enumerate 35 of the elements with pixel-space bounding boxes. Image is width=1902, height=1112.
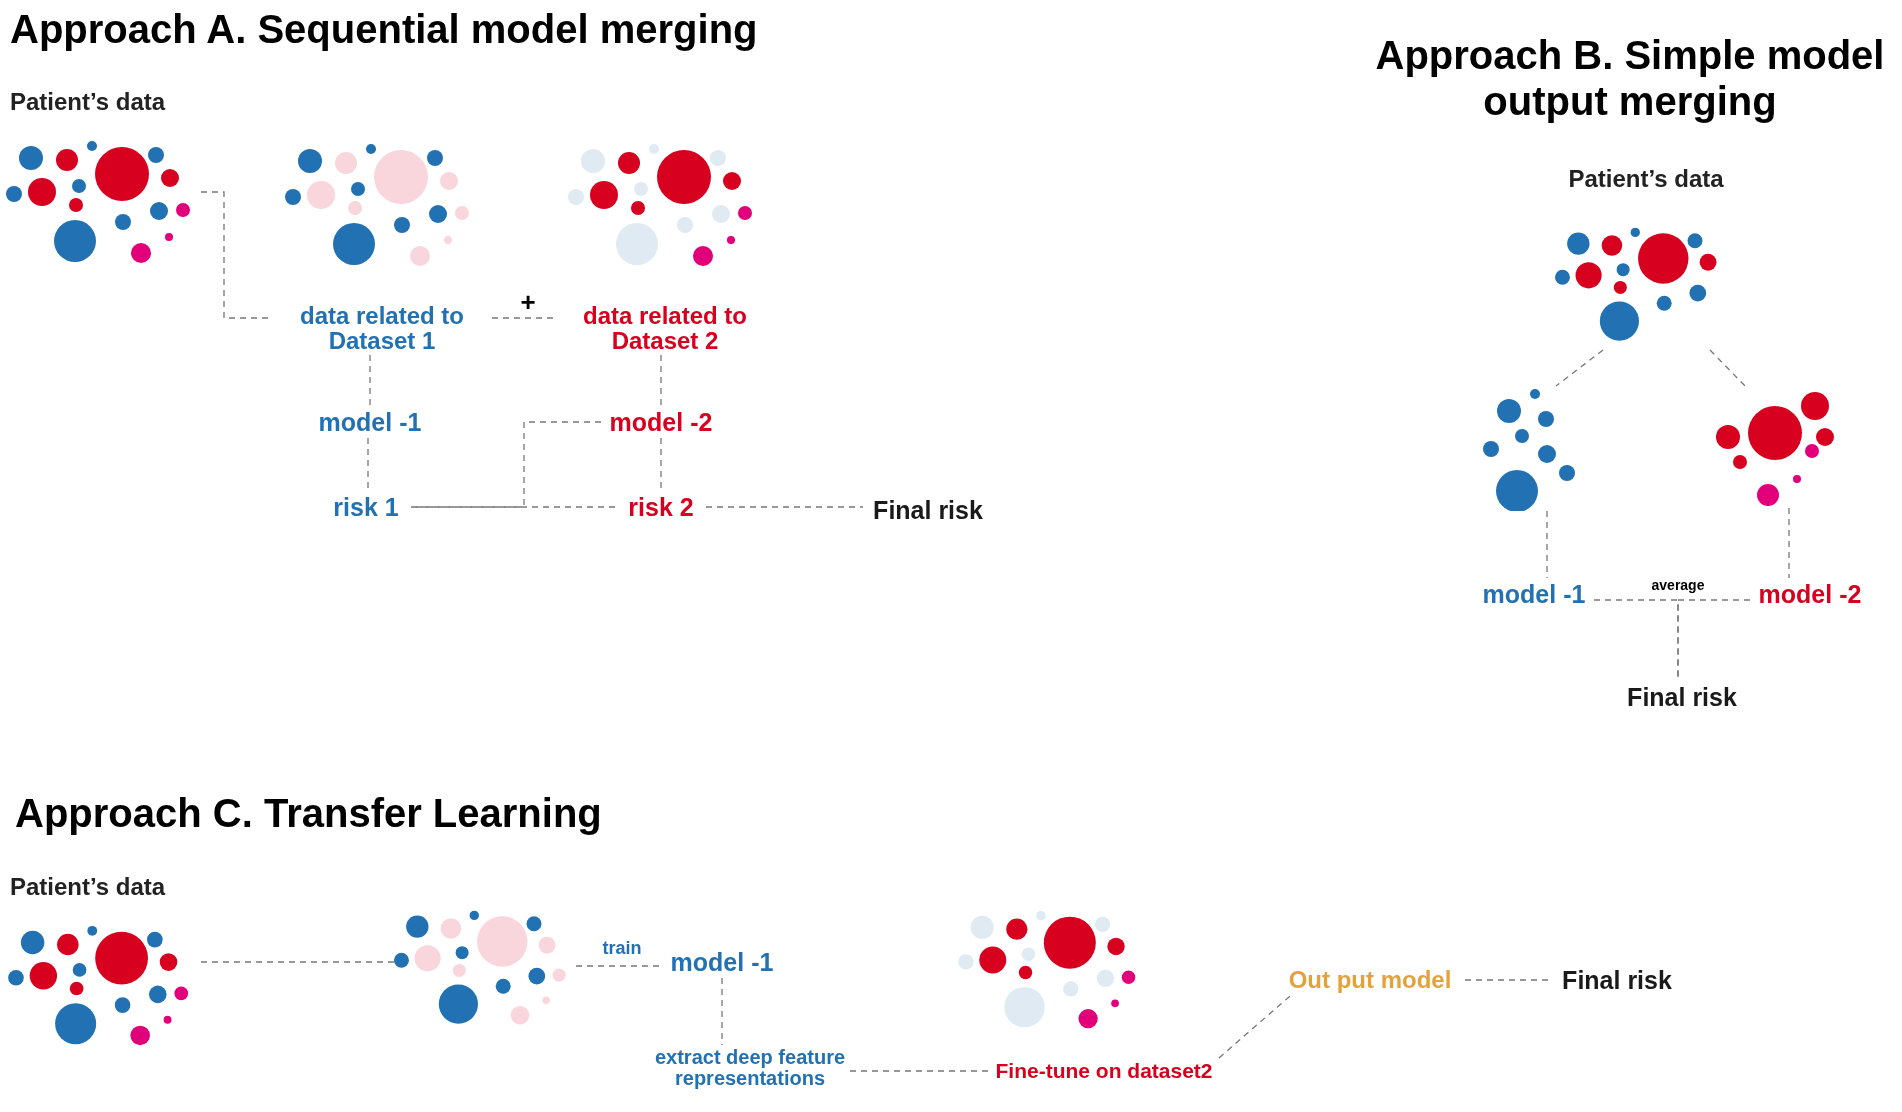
section-title: Approach A. Sequential model merging (10, 6, 759, 52)
connector-line (1788, 507, 1790, 579)
connector-line (200, 961, 395, 963)
connector-line (660, 354, 662, 407)
node-label: model -2 (601, 406, 721, 438)
connector-line (721, 977, 723, 1046)
node-label: Final risk (1552, 964, 1682, 996)
connector-line (1555, 349, 1604, 387)
node-label: data related to Dataset 1 (272, 301, 492, 355)
connector-line (1546, 510, 1548, 579)
node-label: model -2 (1750, 578, 1870, 610)
heading-label: Patient’s data (10, 872, 166, 902)
heading-label: Patient’s data (10, 87, 166, 117)
connector-line (705, 506, 864, 508)
heading-label: Patient’s data (1568, 164, 1724, 194)
node-label: Final risk (863, 494, 993, 526)
node-label: extract deep feature representations (650, 1045, 850, 1091)
node-label: Fine-tune on dataset2 (989, 1056, 1219, 1086)
connector-line (491, 317, 556, 319)
node-label: model -1 (1474, 578, 1594, 610)
node-label: model -1 (662, 946, 782, 978)
node-label: risk 1 (321, 491, 411, 523)
section-title: Approach C. Transfer Learning (15, 790, 603, 836)
connector-line (369, 354, 371, 407)
node-label: risk 2 (616, 491, 706, 523)
connector-line (410, 506, 617, 508)
node-label: model -1 (310, 406, 430, 438)
edge-label: train (600, 939, 644, 957)
node-label: data related to Dataset 2 (555, 301, 775, 355)
node-label: Final risk (1617, 680, 1747, 714)
connector-line (1218, 995, 1291, 1059)
connector-line (849, 1070, 990, 1072)
node-label: Out put model (1275, 964, 1465, 996)
connector-line (1709, 349, 1748, 389)
section-title: Approach B. Simple model output merging (1374, 32, 1886, 124)
